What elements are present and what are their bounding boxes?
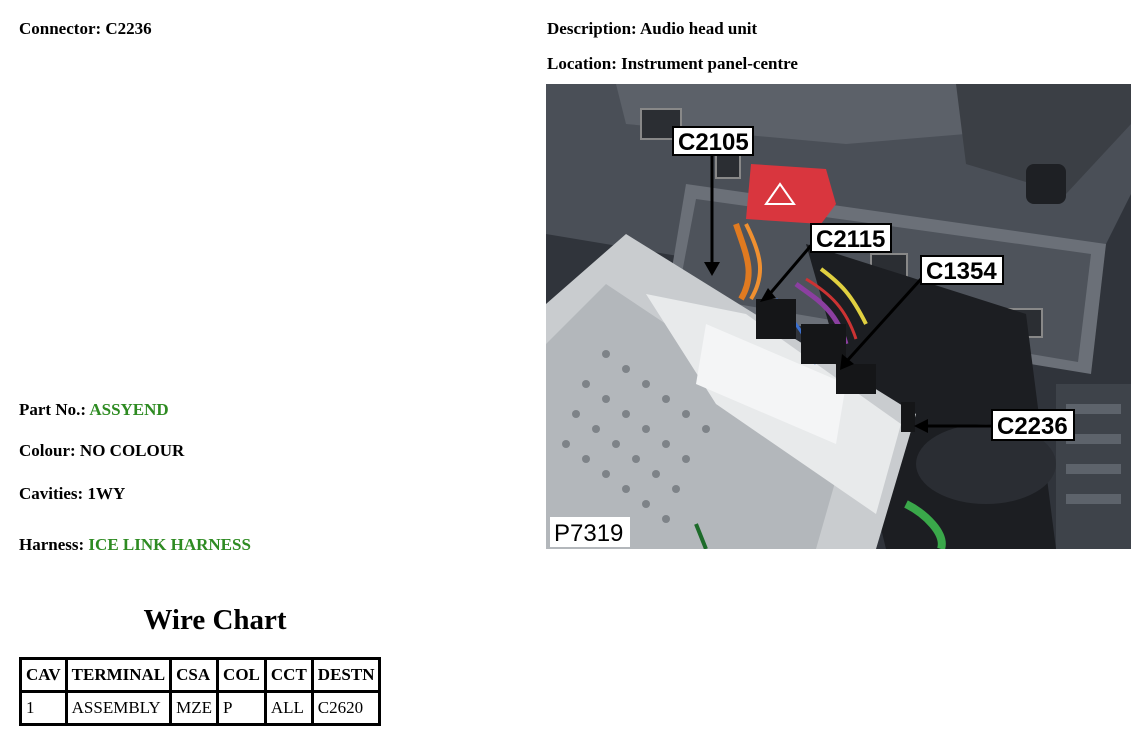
connector-field: Connector: C2236 — [19, 19, 152, 39]
callout-c1354: C1354 — [926, 258, 997, 285]
part-number-field: Part No.: ASSYEND — [19, 400, 169, 420]
description-label: Description: — [547, 19, 637, 38]
photo-reference: P7319 — [554, 520, 623, 547]
cavities-field: Cavities: 1WY — [19, 484, 125, 504]
cell-terminal: ASSEMBLY — [67, 693, 170, 723]
description-field: Description: Audio head unit — [547, 19, 757, 39]
part-number-label: Part No.: — [19, 400, 87, 419]
cavities-label: Cavities: — [19, 484, 84, 503]
header-destn: DESTN — [313, 660, 379, 690]
callout-c2105: C2105 — [678, 129, 749, 156]
wire-chart-table: CAV TERMINAL CSA COL CCT DESTN 1 ASSEMBL… — [19, 657, 382, 726]
colour-field: Colour: NO COLOUR — [19, 441, 184, 461]
cell-col: P — [219, 693, 264, 723]
harness-label: Harness: — [19, 535, 85, 554]
header-cav: CAV — [22, 660, 65, 690]
colour-label: Colour: — [19, 441, 76, 460]
header-csa: CSA — [172, 660, 217, 690]
cell-destn: C2620 — [313, 693, 379, 723]
cell-cct: ALL — [266, 693, 311, 723]
harness-field: Harness: ICE LINK HARNESS — [19, 535, 251, 555]
callout-c2115: C2115 — [816, 226, 885, 253]
connector-location-photo: C2105 C2115 C1354 C2236 P7319 — [546, 84, 1131, 549]
cell-csa: MZE — [172, 693, 217, 723]
header-terminal: TERMINAL — [67, 660, 170, 690]
location-field: Location: Instrument panel-centre — [547, 54, 798, 74]
cavities-value: 1WY — [87, 484, 126, 503]
description-value: Audio head unit — [640, 19, 758, 38]
callout-c2236: C2236 — [997, 413, 1068, 440]
harness-link[interactable]: ICE LINK HARNESS — [88, 535, 251, 554]
location-label: Location: — [547, 54, 617, 73]
colour-value: NO COLOUR — [79, 441, 185, 460]
header-cct: CCT — [266, 660, 311, 690]
connector-value: C2236 — [105, 19, 152, 38]
connector-label: Connector: — [19, 19, 102, 38]
location-value: Instrument panel-centre — [621, 54, 798, 73]
wire-chart-title: Wire Chart — [143, 604, 287, 636]
table-header-row: CAV TERMINAL CSA COL CCT DESTN — [22, 660, 379, 690]
header-col: COL — [219, 660, 264, 690]
table-row: 1 ASSEMBLY MZE P ALL C2620 — [22, 693, 379, 723]
cell-cav: 1 — [22, 693, 65, 723]
part-number-link[interactable]: ASSYEND — [89, 400, 169, 419]
photo-illustration: C2105 C2115 C1354 C2236 P7319 — [546, 84, 1131, 549]
